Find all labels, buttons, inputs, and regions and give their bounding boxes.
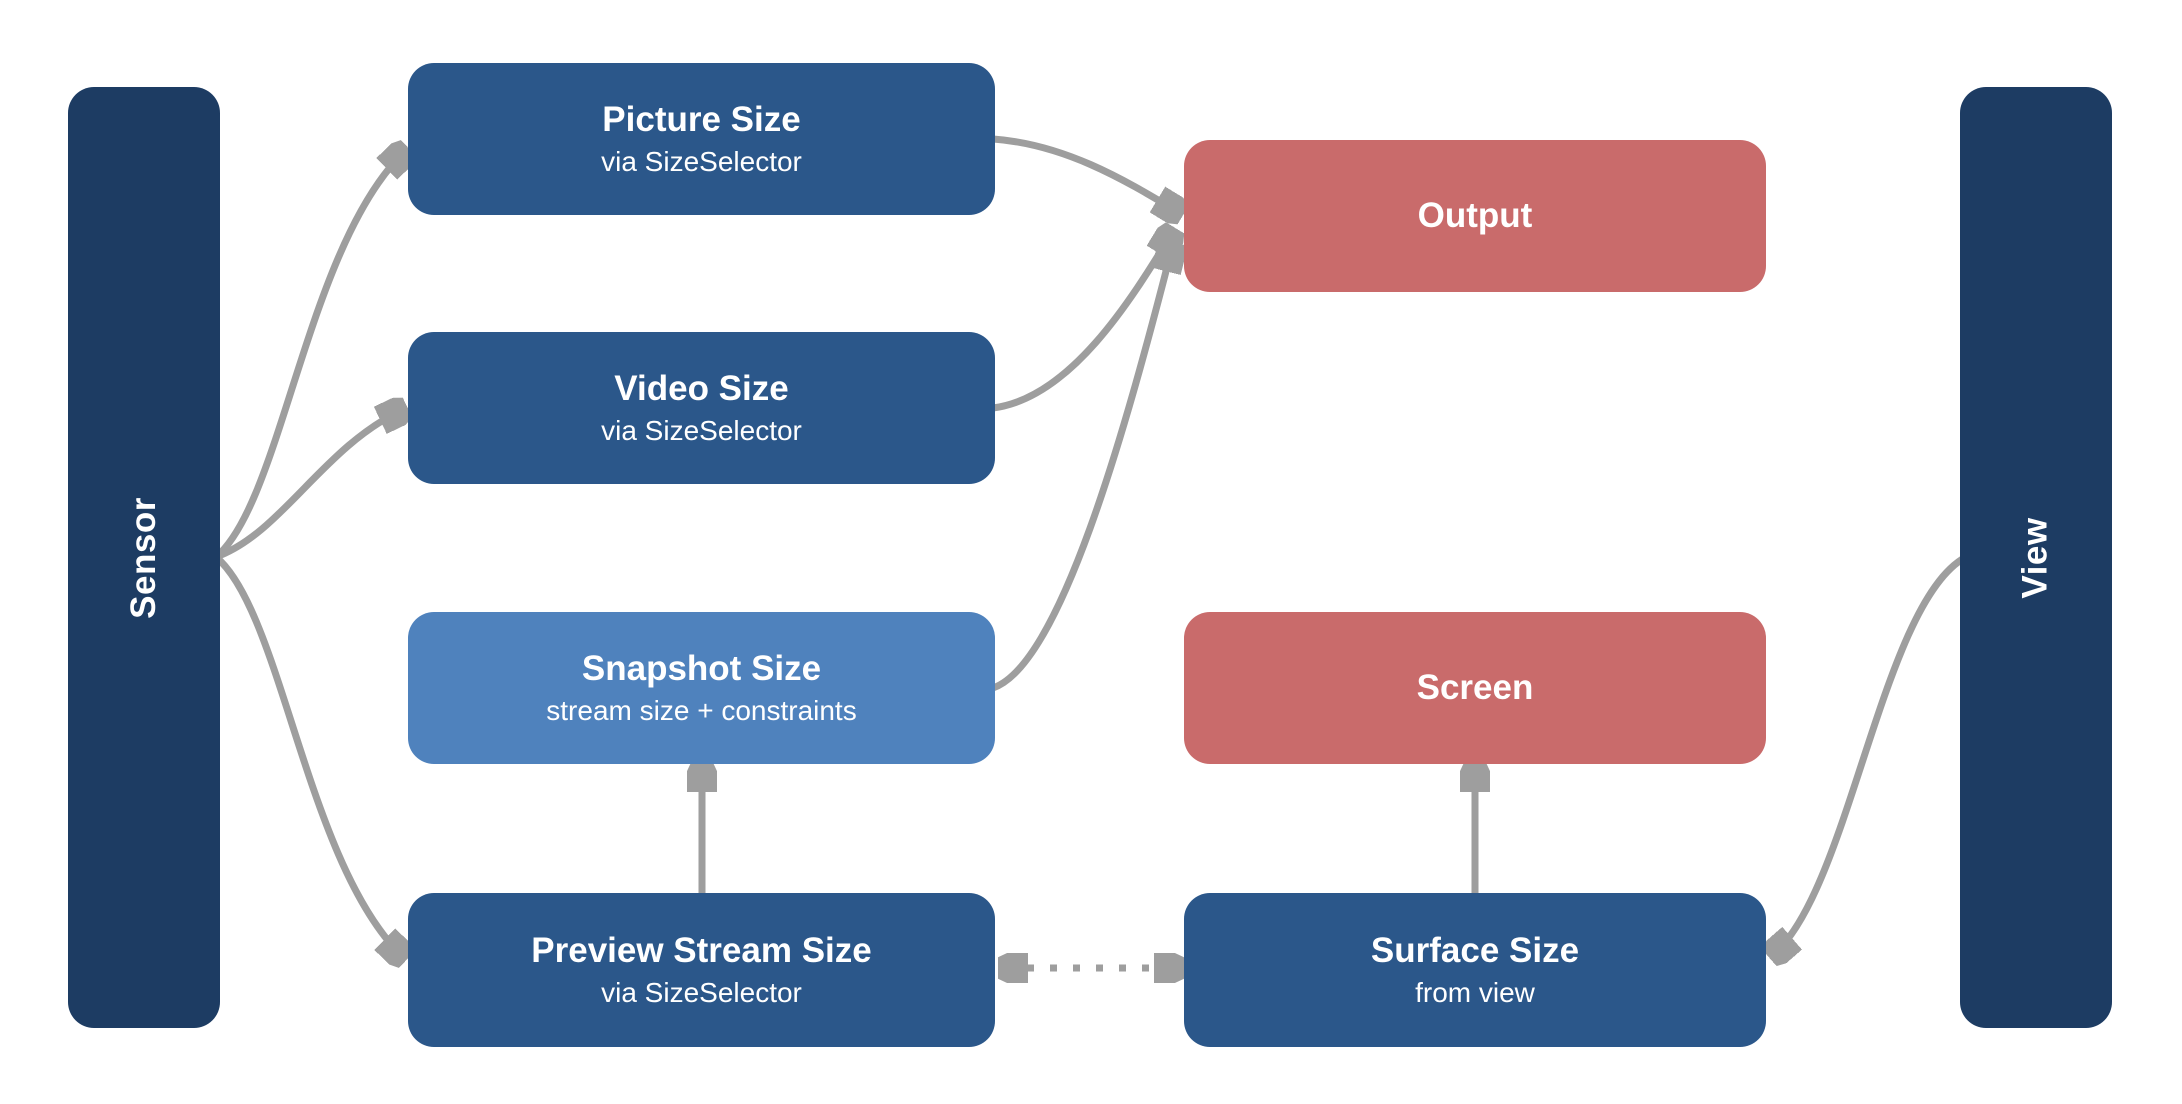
edge-sensor-to-picture-size	[213, 152, 404, 560]
rail-sensor: Sensor	[68, 87, 220, 1028]
node-video-size-subtitle: via SizeSelector	[601, 415, 802, 447]
node-screen: Screen	[1184, 612, 1766, 764]
rail-sensor-label: Sensor	[124, 496, 163, 619]
node-video-size: Video Size via SizeSelector	[408, 332, 995, 484]
edge-view-to-surface-size	[1774, 553, 1968, 954]
rail-view: View	[1960, 87, 2112, 1028]
node-surface-size: Surface Size from view	[1184, 893, 1766, 1047]
node-surface-size-title: Surface Size	[1370, 930, 1580, 970]
node-preview-stream-size: Preview Stream Size via SizeSelector	[408, 893, 995, 1047]
node-picture-size-subtitle: via SizeSelector	[601, 146, 802, 178]
edge-video-size-to-output	[992, 233, 1172, 412]
node-video-size-title: Video Size	[614, 368, 789, 408]
node-output-title: Output	[1417, 195, 1533, 235]
node-preview-stream-size-subtitle: via SizeSelector	[601, 977, 802, 1009]
node-snapshot-size-subtitle: stream size + constraints	[546, 695, 857, 727]
edge-sensor-to-video-size	[214, 410, 402, 561]
node-snapshot-size-title: Snapshot Size	[581, 648, 822, 688]
edge-sensor-to-preview-stream-size	[213, 554, 402, 956]
node-screen-title: Screen	[1416, 667, 1534, 707]
node-output: Output	[1184, 140, 1766, 292]
node-snapshot-size: Snapshot Size stream size + constraints	[408, 612, 995, 764]
rail-view-label: View	[2015, 516, 2055, 599]
node-picture-size: Picture Size via SizeSelector	[408, 63, 995, 215]
node-picture-size-title: Picture Size	[602, 99, 801, 139]
edge-picture-size-to-output	[992, 135, 1178, 212]
edge-snapshot-size-to-output	[991, 248, 1172, 692]
node-surface-size-subtitle: from view	[1415, 977, 1535, 1009]
node-preview-stream-size-title: Preview Stream Size	[531, 930, 872, 970]
